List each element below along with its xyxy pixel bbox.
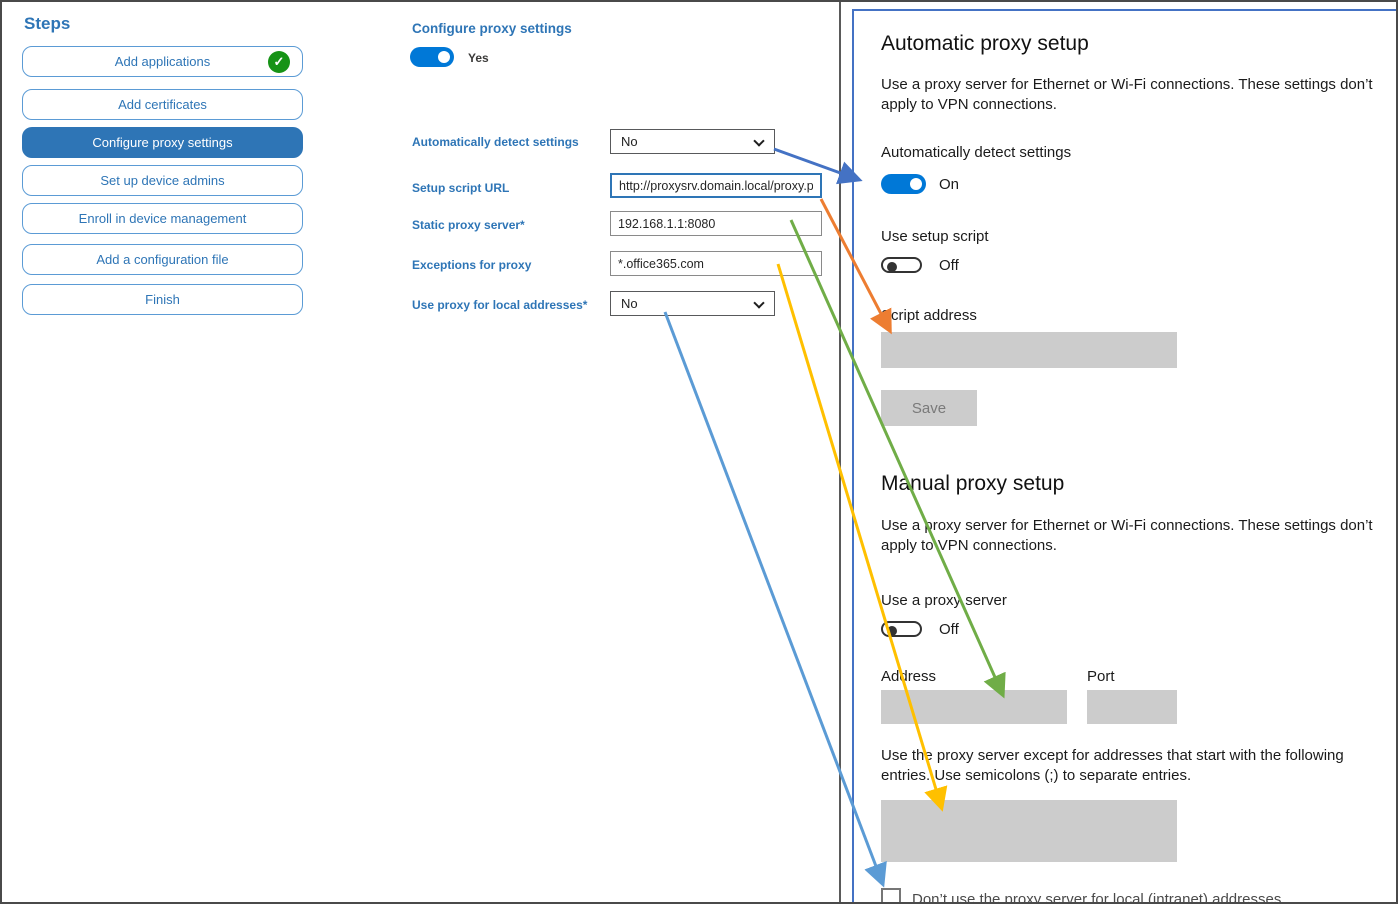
- page-title: Configure proxy settings: [412, 21, 572, 36]
- static-proxy-label: Static proxy server*: [412, 218, 525, 232]
- automatic-proxy-heading: Automatic proxy setup: [881, 32, 1089, 55]
- use-proxy-server-toggle[interactable]: [881, 621, 922, 637]
- enable-proxy-toggle[interactable]: [410, 47, 454, 67]
- toggle-knob: [887, 626, 897, 636]
- local-addresses-label: Use proxy for local addresses*: [412, 298, 588, 312]
- steps-heading: Steps: [24, 14, 71, 33]
- port-input[interactable]: [1087, 690, 1177, 724]
- arrow-local-addresses: [663, 311, 887, 888]
- save-button[interactable]: Save: [881, 390, 977, 426]
- static-proxy-input[interactable]: [610, 211, 822, 236]
- manual-proxy-description: Use a proxy server for Ethernet or Wi-Fi…: [881, 517, 1373, 554]
- dropdown-value: No: [621, 134, 638, 149]
- local-intranet-checkbox-label: Don’t use the proxy server for local (in…: [912, 891, 1282, 904]
- detect-settings-toggle[interactable]: [881, 174, 926, 194]
- enable-proxy-toggle-state: Yes: [468, 51, 489, 65]
- sidebar-item-label: Enroll in device management: [78, 211, 247, 226]
- toggle-knob: [438, 51, 450, 63]
- sidebar-item-set-up-device-admins[interactable]: Set up device admins: [22, 165, 303, 196]
- use-setup-script-label: Use setup script: [881, 228, 989, 245]
- sidebar-item-label: Add a configuration file: [96, 252, 229, 267]
- sidebar-item-label: Finish: [145, 292, 180, 307]
- sidebar-item-add-applications[interactable]: Add applications ✓: [22, 46, 303, 77]
- auto-detect-label: Automatically detect settings: [412, 135, 579, 149]
- section-divider: [839, 2, 841, 902]
- address-label: Address: [881, 668, 937, 685]
- local-addresses-dropdown[interactable]: No: [610, 291, 775, 316]
- setup-script-url-input[interactable]: [610, 173, 822, 198]
- use-setup-script-toggle-state: Off: [939, 257, 959, 274]
- windows-proxy-settings-panel: Automatic proxy setup Use a proxy server…: [852, 9, 1396, 904]
- local-intranet-checkbox[interactable]: [881, 888, 901, 902]
- sidebar-item-label: Add certificates: [118, 97, 207, 112]
- proxy-exceptions-label: Exceptions for proxy: [412, 258, 532, 272]
- script-address-input[interactable]: [881, 332, 1177, 368]
- chevron-down-icon: [753, 135, 765, 147]
- proxy-exceptions-input[interactable]: [610, 251, 822, 276]
- sidebar-item-finish[interactable]: Finish: [22, 284, 303, 315]
- manual-proxy-heading: Manual proxy setup: [881, 472, 1065, 495]
- proxy-exceptions-textarea[interactable]: [881, 800, 1177, 862]
- sidebar-item-label: Configure proxy settings: [92, 135, 233, 150]
- proxy-exceptions-description: Use the proxy server except for addresse…: [881, 747, 1344, 784]
- use-setup-script-toggle[interactable]: [881, 257, 922, 273]
- port-label: Port: [1087, 668, 1115, 685]
- toggle-knob: [910, 178, 922, 190]
- sidebar-item-add-certificates[interactable]: Add certificates: [22, 89, 303, 120]
- use-proxy-server-label: Use a proxy server: [881, 592, 1007, 609]
- sidebar-item-label: Set up device admins: [100, 173, 225, 188]
- auto-detect-dropdown[interactable]: No: [610, 129, 775, 154]
- automatic-proxy-description: Use a proxy server for Ethernet or Wi-Fi…: [881, 76, 1373, 113]
- script-address-label: Script address: [881, 307, 977, 324]
- detect-settings-label: Automatically detect settings: [881, 144, 1072, 161]
- sidebar-item-enroll-device-management[interactable]: Enroll in device management: [22, 203, 303, 234]
- detect-settings-toggle-state: On: [939, 176, 960, 193]
- dropdown-value: No: [621, 296, 638, 311]
- address-input[interactable]: [881, 690, 1067, 724]
- toggle-knob: [887, 262, 897, 272]
- chevron-down-icon: [753, 297, 765, 309]
- setup-script-url-label: Setup script URL: [412, 181, 510, 195]
- use-proxy-server-toggle-state: Off: [939, 621, 959, 638]
- sidebar-item-label: Add applications: [114, 54, 211, 69]
- sidebar-item-configure-proxy-settings[interactable]: Configure proxy settings: [22, 127, 303, 158]
- completed-check-icon: ✓: [268, 51, 290, 73]
- sidebar-item-add-configuration-file[interactable]: Add a configuration file: [22, 244, 303, 275]
